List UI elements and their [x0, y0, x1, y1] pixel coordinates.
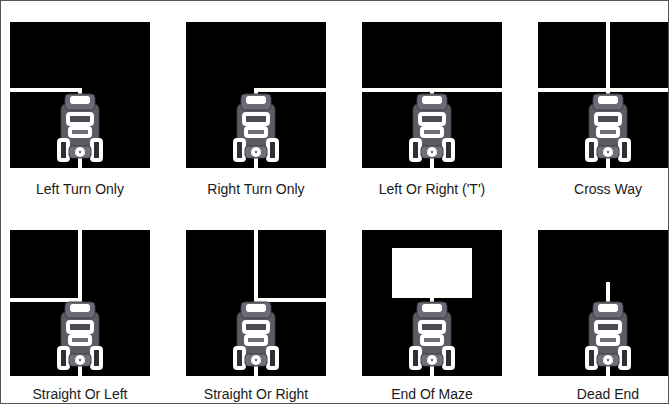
- caption-text: Cross Way: [572, 181, 644, 197]
- caption-text: Straight Or Left: [31, 386, 130, 402]
- caption-text: Dead End: [575, 386, 641, 402]
- caption-text: Straight Or Right: [202, 386, 310, 402]
- caption-text: Left Turn Only: [34, 181, 126, 197]
- straight-left-panel: [10, 230, 150, 376]
- caption-text: Left Or Right ('T'): [377, 181, 487, 197]
- left-turn-panel: [10, 22, 150, 168]
- caption-text: Right Turn Only: [205, 181, 306, 197]
- t-junction-panel: [362, 22, 502, 168]
- right-turn-panel: [186, 22, 326, 168]
- end-of-maze-panel: [362, 230, 502, 376]
- dead-end-panel: [538, 230, 668, 376]
- caption-text: End Of Maze: [389, 386, 475, 402]
- cross-way-panel: [538, 22, 668, 168]
- straight-right-panel: [186, 230, 326, 376]
